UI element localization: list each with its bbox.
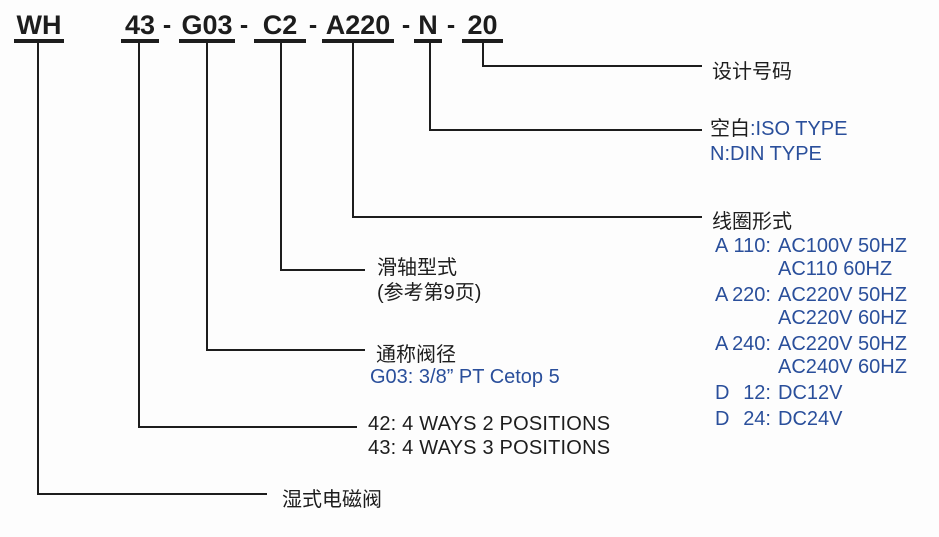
coil-code-letter: A <box>715 284 729 306</box>
coil-entry: A 220: AC220V 50HZ AC220V 60HZ <box>715 284 907 330</box>
coil-entry: A 240: AC220V 50HZ AC240V 60HZ <box>715 333 907 379</box>
coil-value-line: AC100V 50HZ <box>778 235 907 257</box>
connector-coil-vline <box>352 43 354 218</box>
ways-positions-label: 42: 4 WAYS 2 POSITIONS 43: 4 WAYS 3 POSI… <box>368 412 610 460</box>
code-segment-g03: G03 <box>179 11 235 43</box>
connector-wet-hline <box>37 493 267 495</box>
coil-entry-code: A 220: <box>715 284 771 330</box>
coil-value-line: DC12V <box>778 382 843 404</box>
connector-mount-vline <box>429 43 431 131</box>
mount-type-label: 空白:ISO TYPE N:DIN TYPE <box>710 117 847 167</box>
coil-value-line: AC220V 60HZ <box>778 307 907 329</box>
valve-size-label: 通称阀径 <box>376 344 456 366</box>
coil-entry: A 110: AC100V 50HZ AC110 60HZ <box>715 235 907 281</box>
spool-type-title: 滑轴型式 <box>377 257 457 279</box>
connector-coil-hline <box>352 216 702 218</box>
coil-code-number: 110: <box>733 235 771 257</box>
mount-type-line1: 空白:ISO TYPE <box>710 117 847 142</box>
coil-code-letter: A <box>715 333 729 355</box>
coil-code-letter: D <box>715 408 730 430</box>
connector-wet-vline <box>37 43 39 495</box>
coil-code-letter: D <box>715 382 730 404</box>
mount-type-iso: :ISO TYPE <box>750 118 848 140</box>
coil-entry-values: DC12V <box>778 382 907 405</box>
code-dash: - <box>308 11 318 39</box>
code-segment-n: N <box>414 11 442 43</box>
coil-code-number: 12: <box>743 382 771 404</box>
valve-family-label: 湿式电磁阀 <box>282 489 382 511</box>
coil-value-line: AC220V 50HZ <box>778 284 907 306</box>
spool-type-note: (参考第9页) <box>377 282 482 304</box>
design-number-label: 设计号码 <box>712 61 792 83</box>
mount-type-blank: 空白 <box>710 118 750 140</box>
coil-entry-values: AC100V 50HZ AC110 60HZ <box>778 235 907 281</box>
code-segment-c2: C2 <box>254 11 306 43</box>
connector-ways-hline <box>138 426 357 428</box>
code-segment-20: 20 <box>462 11 503 43</box>
coil-entry: D 24: DC24V <box>715 408 907 431</box>
coil-type-label: 线圈形式 <box>712 211 792 233</box>
coil-entry-code: D 12: <box>715 382 771 405</box>
coil-entry-values: DC24V <box>778 408 907 431</box>
connector-design-hline <box>482 65 702 67</box>
code-dash: - <box>446 11 456 39</box>
connector-spool-vline <box>280 43 282 271</box>
coil-code-number: 24: <box>743 408 771 430</box>
connector-mount-hline <box>429 129 702 131</box>
coil-value-line: AC240V 60HZ <box>778 356 907 378</box>
connector-size-vline <box>206 43 208 351</box>
coil-code-number: 220: <box>732 284 771 306</box>
connector-ways-vline <box>138 43 140 428</box>
code-segment-wh: WH <box>14 11 64 43</box>
ways-positions-line2: 43: 4 WAYS 3 POSITIONS <box>368 437 611 459</box>
code-dash: - <box>162 11 172 39</box>
code-segment-a220: A220 <box>322 11 394 43</box>
coil-entry-values: AC220V 50HZ AC220V 60HZ <box>778 284 907 330</box>
spool-type-label: 滑轴型式 (参考第9页) <box>377 256 481 306</box>
connector-size-hline <box>206 349 365 351</box>
code-dash: - <box>239 11 249 39</box>
coil-value-line: AC110 60HZ <box>778 258 893 280</box>
coil-entry-values: AC220V 50HZ AC240V 60HZ <box>778 333 907 379</box>
coil-entry-code: A 110: <box>715 235 771 281</box>
coil-code-number: 240: <box>732 333 771 355</box>
coil-value-line: DC24V <box>778 408 843 430</box>
coil-type-list: A 110: AC100V 50HZ AC110 60HZ A 220: AC2… <box>715 235 907 434</box>
code-dash: - <box>401 11 411 39</box>
coil-entry: D 12: DC12V <box>715 382 907 405</box>
ways-positions-line1: 42: 4 WAYS 2 POSITIONS <box>368 413 611 435</box>
connector-design-vline <box>482 43 484 67</box>
coil-entry-code: A 240: <box>715 333 771 379</box>
mount-type-din: N:DIN TYPE <box>710 143 822 165</box>
connector-spool-hline <box>280 269 365 271</box>
coil-value-line: AC220V 50HZ <box>778 333 907 355</box>
coil-entry-code: D 24: <box>715 408 771 431</box>
valve-size-detail: G03: 3/8” PT Cetop 5 <box>370 366 560 388</box>
coil-code-letter: A <box>715 235 729 257</box>
code-segment-43: 43 <box>121 11 159 43</box>
